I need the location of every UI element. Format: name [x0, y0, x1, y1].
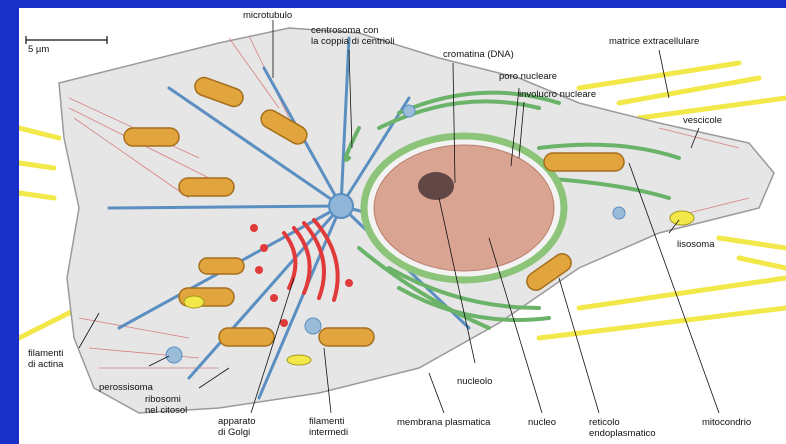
- centrosome: [329, 194, 353, 218]
- scale-bar: [26, 36, 107, 44]
- nucleolus: [418, 172, 454, 200]
- label-nucleo: nucleo: [528, 417, 556, 428]
- label-filamenti-actina: filamenti di actina: [28, 348, 63, 370]
- label-golgi: apparato di Golgi: [218, 416, 256, 438]
- label-cromatina: cromatina (DNA): [443, 49, 514, 60]
- label-microtubulo: microtubulo: [243, 10, 292, 21]
- label-matrice: matrice extracellulare: [609, 36, 699, 47]
- label-centrosoma: centrosoma con la coppia di centrioli: [311, 25, 394, 47]
- label-involucro: involucro nucleare: [519, 89, 596, 100]
- label-lisosoma: lisosoma: [677, 239, 715, 250]
- label-perossisoma: perossisoma: [99, 382, 153, 393]
- cell-diagram-panel: 5 µm microtubulo centrosoma con la coppi…: [19, 8, 786, 444]
- scale-bar-label: 5 µm: [28, 44, 49, 55]
- label-nucleolo: nucleolo: [457, 376, 492, 387]
- cell-illustration: [19, 8, 786, 444]
- label-reticolo: reticolo endoplasmatico: [589, 417, 656, 439]
- label-ribosomi: ribosomi nel citosol: [145, 394, 187, 416]
- label-vescicole: vescicole: [683, 115, 722, 126]
- label-mitocondrio: mitocondrio: [702, 417, 751, 428]
- label-poro: poro nucleare: [499, 71, 557, 82]
- label-membrana: membrana plasmatica: [397, 417, 490, 428]
- label-filamenti-intermedi: filamenti intermedi: [309, 416, 348, 438]
- nucleus: [374, 145, 554, 271]
